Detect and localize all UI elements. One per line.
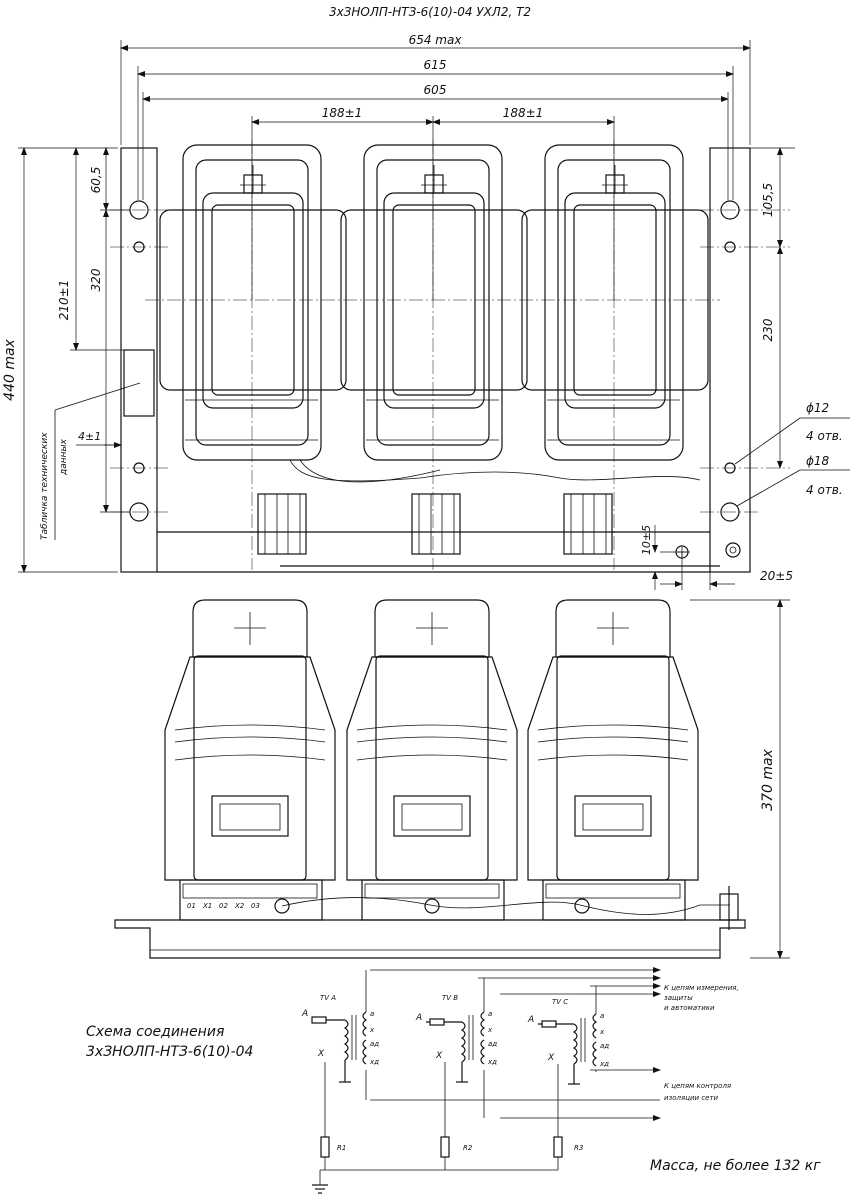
tv-c: TV C A X a x aд xд	[527, 986, 609, 1085]
dim-210: 210±1	[57, 280, 71, 321]
hole12-count: 4 отв.	[806, 429, 843, 443]
svg-text:TV B: TV B	[442, 994, 458, 1002]
dim-605: 605	[424, 83, 447, 97]
terminal-block-a	[257, 493, 307, 555]
svg-text:aд: aд	[488, 1040, 497, 1048]
front-unit-a	[164, 599, 336, 921]
dim-pitch-left: 188±1	[322, 106, 363, 120]
svg-text:x: x	[599, 1028, 605, 1036]
drawing-title: 3хЗНОЛП-НТЗ-6(10)-04 УХЛ2, Т2	[329, 5, 531, 19]
svg-text:X: X	[317, 1049, 325, 1059]
svg-text:A: A	[527, 1015, 534, 1025]
tv-a: TV A A X a x aд xд	[301, 970, 379, 1100]
svg-text:A: A	[301, 1009, 308, 1019]
svg-text:aд: aд	[370, 1040, 379, 1048]
hole18-count: 4 отв.	[806, 483, 843, 497]
dim-615: 615	[424, 58, 447, 72]
svg-text:a: a	[370, 1010, 374, 1018]
svg-text:x: x	[487, 1026, 493, 1034]
note-insulation-2: изоляции сети	[664, 1094, 719, 1102]
svg-text:x: x	[369, 1026, 375, 1034]
dim-230: 230	[761, 318, 775, 341]
note-measure-1: К цепям измерения,	[664, 984, 739, 992]
terminal-block-b	[411, 493, 461, 555]
dim-60-5: 60,5	[89, 167, 103, 194]
left-dimensions: 440 max 210±1 60,5 320 4±1 Табличка техн…	[2, 147, 141, 573]
dim-654-max: 654 max	[409, 33, 463, 47]
dim-320: 320	[89, 268, 103, 291]
svg-text:xд: xд	[487, 1058, 497, 1066]
dim-440-max: 440 max	[2, 338, 18, 400]
dim-4: 4±1	[78, 430, 101, 443]
right-dimensions: 105,5 230 ϕ12 4 отв. ϕ18 4 отв. 10±5 20±…	[640, 147, 850, 590]
top-dimensions: 654 max 615 605 188±1 188±1	[120, 33, 751, 300]
svg-text:X: X	[435, 1051, 443, 1061]
plan-view	[110, 140, 790, 573]
terminal-block-c	[563, 493, 613, 555]
nameplate-label-2: данных	[59, 438, 69, 476]
nameplate-label-1: Табличка технических	[40, 432, 50, 540]
note-measure-3: и автоматики	[664, 1004, 715, 1012]
svg-text:R1: R1	[337, 1144, 346, 1152]
schematic: Схема соединения 3хЗНОЛП-НТЗ-6(10)-04 К …	[86, 967, 821, 1194]
dim-370-max: 370 max	[760, 748, 776, 810]
plan-unit-c	[521, 144, 709, 461]
dim-105-5: 105,5	[761, 183, 775, 217]
svg-text:A: A	[415, 1013, 422, 1023]
front-unit-b	[346, 599, 518, 921]
nameplate	[123, 349, 155, 417]
schematic-title-1: Схема соединения	[86, 1024, 224, 1040]
svg-text:a: a	[600, 1012, 604, 1020]
terminal-label-01: 01	[187, 902, 196, 910]
svg-text:R2: R2	[463, 1144, 473, 1152]
dim-ground-10: 10±5	[640, 525, 653, 555]
plan-unit-a	[159, 144, 347, 461]
svg-text:a: a	[488, 1010, 492, 1018]
hole18-dia: ϕ18	[806, 454, 830, 468]
front-view: 01 X1 02 X2 03 370 max	[114, 599, 790, 959]
mass-note: Масса, не более 132 кг	[650, 1158, 821, 1174]
tv-b: TV B A X a x aд xд	[415, 978, 497, 1118]
svg-text:aд: aд	[600, 1042, 609, 1050]
schematic-title-2: 3хЗНОЛП-НТЗ-6(10)-04	[86, 1044, 253, 1060]
svg-text:TV A: TV A	[320, 994, 336, 1002]
svg-text:R3: R3	[574, 1144, 583, 1152]
terminal-label-x2: X2	[234, 902, 245, 910]
terminal-label-x1: X1	[202, 902, 212, 910]
hole12-dia: ϕ12	[806, 401, 829, 415]
terminal-label-03: 03	[251, 902, 260, 910]
note-measure-2: защиты	[664, 994, 693, 1002]
dim-ground-20: 20±5	[760, 569, 793, 583]
svg-text:xд: xд	[599, 1060, 609, 1068]
plan-unit-b	[340, 144, 528, 461]
dim-pitch-right: 188±1	[503, 106, 544, 120]
svg-text:X: X	[547, 1053, 555, 1063]
svg-text:TV C: TV C	[552, 998, 568, 1006]
terminal-label-02: 02	[219, 902, 228, 910]
front-unit-c	[527, 599, 699, 921]
note-insulation-1: К цепям контроля	[664, 1082, 731, 1090]
svg-text:xд: xд	[369, 1058, 379, 1066]
